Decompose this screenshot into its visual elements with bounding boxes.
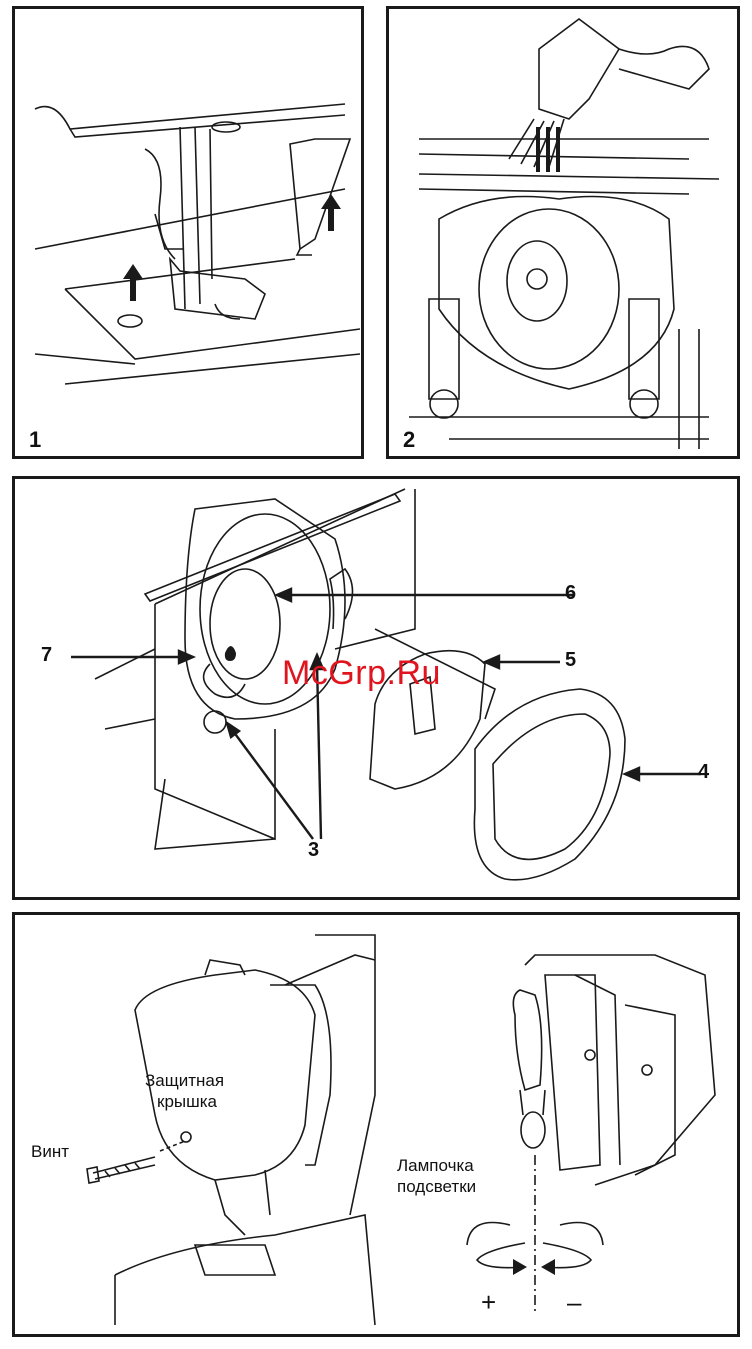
protective-cover-label: Защитная крышка (145, 1070, 224, 1112)
callout-3: 3 (308, 839, 319, 862)
figure-panel-2: 2 (386, 6, 740, 459)
cover-and-bulb-illustration (15, 915, 737, 1334)
light-bulb-label-line1: Лампочка (397, 1155, 476, 1176)
light-bulb-label-line2: подсветки (397, 1176, 476, 1197)
light-bulb-label: Лампочка подсветки (397, 1155, 476, 1197)
figure-number-1: 1 (29, 427, 41, 453)
screw-label: Винт (31, 1141, 69, 1162)
watermark: McGrp.Ru (282, 654, 441, 693)
minus-sign: – (567, 1287, 581, 1318)
protective-cover-label-line2: крышка (145, 1091, 224, 1112)
plus-sign: + (481, 1287, 496, 1318)
protective-cover-label-line1: Защитная (145, 1070, 224, 1091)
callout-5: 5 (565, 649, 576, 672)
bobbin-cleaning-illustration (389, 9, 737, 456)
figure-panel-1: 1 (12, 6, 364, 459)
callout-6: 6 (565, 582, 576, 605)
figure-panel-4: Защитная крышка Винт Лампочка подсветки … (12, 912, 740, 1337)
figure-number-2: 2 (403, 427, 415, 453)
callout-4: 4 (698, 761, 709, 784)
presser-foot-illustration (15, 9, 361, 456)
callout-7: 7 (41, 644, 52, 667)
